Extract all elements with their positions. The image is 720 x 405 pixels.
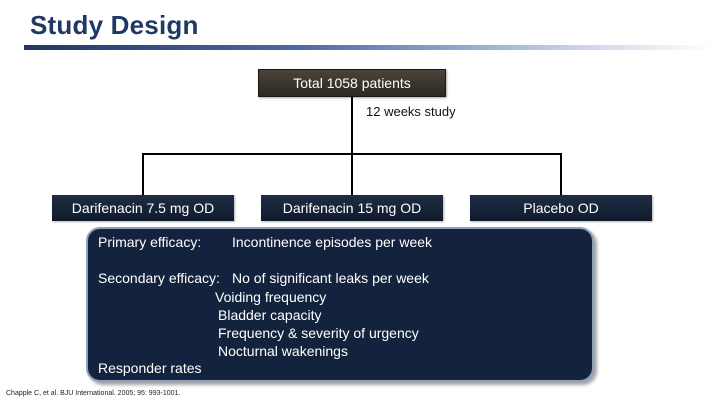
title-underline bbox=[24, 45, 714, 50]
secondary-efficacy-label: Secondary efficacy: bbox=[98, 270, 220, 286]
endpoints-panel bbox=[86, 227, 594, 382]
citation: Chapple C, et al. BJU International. 200… bbox=[6, 390, 181, 397]
total-patients-box: Total 1058 patients bbox=[258, 69, 446, 97]
responder-rates-label: Responder rates bbox=[98, 360, 202, 376]
connector-drop-arm-2 bbox=[351, 153, 353, 195]
arm-darifenacin-7-5: Darifenacin 7.5 mg OD bbox=[52, 195, 234, 221]
secondary-efficacy-item: Bladder capacity bbox=[218, 307, 322, 323]
primary-efficacy-label: Primary efficacy: bbox=[98, 234, 202, 250]
secondary-efficacy-item: Nocturnal wakenings bbox=[218, 343, 348, 359]
arm-darifenacin-15: Darifenacin 15 mg OD bbox=[261, 195, 443, 221]
arm-placebo: Placebo OD bbox=[470, 195, 652, 221]
secondary-efficacy-item: Voiding frequency bbox=[215, 289, 327, 305]
connector-drop-arm-1 bbox=[142, 153, 144, 195]
study-duration-label: 12 weeks study bbox=[366, 104, 456, 119]
connector-vertical-top bbox=[351, 97, 353, 154]
secondary-efficacy-item: No of significant leaks per week bbox=[232, 270, 429, 286]
page-title: Study Design bbox=[30, 10, 199, 40]
connector-drop-arm-3 bbox=[560, 153, 562, 195]
secondary-efficacy-item: Frequency & severity of urgency bbox=[218, 325, 419, 341]
primary-efficacy-value: Incontinence episodes per week bbox=[232, 234, 433, 250]
